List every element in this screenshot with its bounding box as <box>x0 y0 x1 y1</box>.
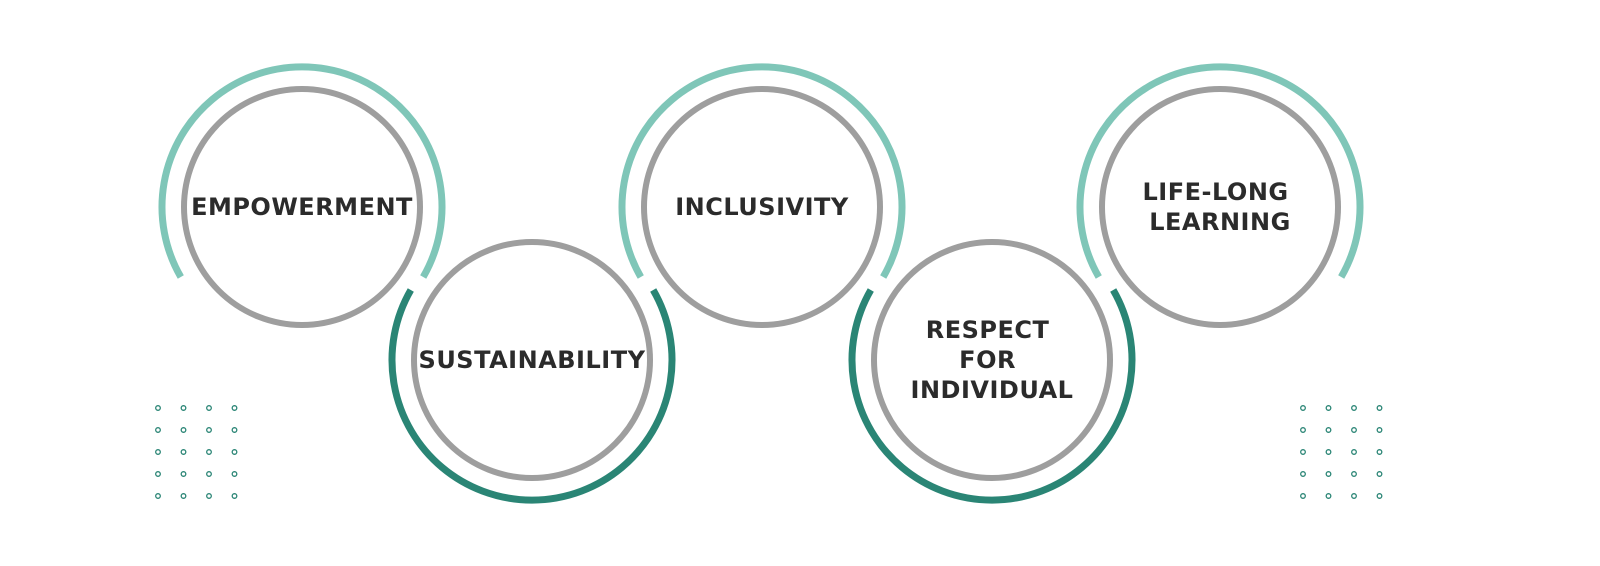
inner-ring <box>641 86 883 328</box>
value-label-inclusivity: INCLUSIVITY <box>675 193 849 221</box>
decorative-dot <box>155 493 161 499</box>
value-label-line: INCLUSIVITY <box>675 193 849 221</box>
outer-arc <box>848 288 1136 504</box>
value-label-life-long-learning: LIFE-LONG LEARNING <box>1143 178 1298 236</box>
decorative-dot <box>1325 427 1332 433</box>
decorative-dot <box>1300 449 1306 455</box>
decorative-dot <box>1300 405 1306 411</box>
inner-ring <box>411 239 653 481</box>
value-label-line: LIFE-LONG <box>1143 178 1289 206</box>
decorative-dot <box>206 427 212 433</box>
decorative-dot <box>1376 471 1383 477</box>
value-label-line: FOR <box>959 346 1016 374</box>
value-node-sustainability: SUSTAINABILITY <box>388 239 676 504</box>
value-label-line: INDIVIDUAL <box>911 376 1074 404</box>
decorative-dot <box>206 493 212 499</box>
decorative-dot <box>1300 471 1306 477</box>
value-label-respect-for-individual: RESPECT FOR INDIVIDUAL <box>911 316 1074 404</box>
value-label-empowerment: EMPOWERMENT <box>191 193 413 221</box>
decorative-dot <box>1376 493 1383 499</box>
decorative-dot <box>1325 449 1332 455</box>
value-label-sustainability: SUSTAINABILITY <box>419 346 646 374</box>
decorative-dot <box>206 405 212 411</box>
decorative-dot <box>155 449 161 455</box>
value-node-inclusivity: INCLUSIVITY <box>618 63 906 328</box>
outer-arc <box>158 63 446 279</box>
decorative-dot <box>1351 405 1357 411</box>
outer-arc <box>388 288 676 504</box>
decorative-dot <box>1351 471 1357 477</box>
inner-ring <box>871 239 1113 481</box>
value-node-respect-for-individual: RESPECT FOR INDIVIDUAL <box>848 239 1136 504</box>
value-label-line: LEARNING <box>1149 208 1291 236</box>
decorative-dot <box>206 449 212 455</box>
decorative-dot <box>231 471 238 477</box>
decorative-dot <box>1376 449 1383 455</box>
decorative-dot <box>231 405 238 411</box>
decorative-dot <box>231 493 238 499</box>
inner-ring <box>181 86 423 328</box>
value-node-empowerment: EMPOWERMENT <box>158 63 446 328</box>
decorative-dot <box>1376 405 1383 411</box>
decorative-dot <box>180 405 187 411</box>
decorative-dot <box>1351 493 1357 499</box>
outer-arc <box>618 63 906 279</box>
decorative-dot <box>180 493 187 499</box>
inner-ring <box>1099 86 1341 328</box>
decorative-dot <box>231 449 238 455</box>
decorative-dot <box>180 471 187 477</box>
value-label-line: EMPOWERMENT <box>191 193 413 221</box>
value-label-line: RESPECT <box>926 316 1050 344</box>
decorative-dot <box>155 405 161 411</box>
decorative-dot <box>1325 405 1332 411</box>
decorative-dot <box>1300 493 1306 499</box>
decorative-dot <box>180 427 187 433</box>
decorative-dot <box>155 427 161 433</box>
decorative-dot <box>1300 427 1306 433</box>
decorative-dot <box>1325 471 1332 477</box>
dot-grid-right <box>1300 405 1383 499</box>
decorative-dot <box>206 471 212 477</box>
value-label-line: SUSTAINABILITY <box>419 346 646 374</box>
decorative-dot <box>155 471 161 477</box>
decorative-dot <box>1325 493 1332 499</box>
decorative-dot <box>1351 427 1357 433</box>
outer-arc <box>1076 63 1364 279</box>
decorative-dot <box>1351 449 1357 455</box>
decorative-dot <box>180 449 187 455</box>
decorative-dot <box>231 427 238 433</box>
dot-grid-left <box>155 405 238 499</box>
decorative-dot <box>1376 427 1383 433</box>
value-node-life-long-learning: LIFE-LONG LEARNING <box>1076 63 1364 328</box>
